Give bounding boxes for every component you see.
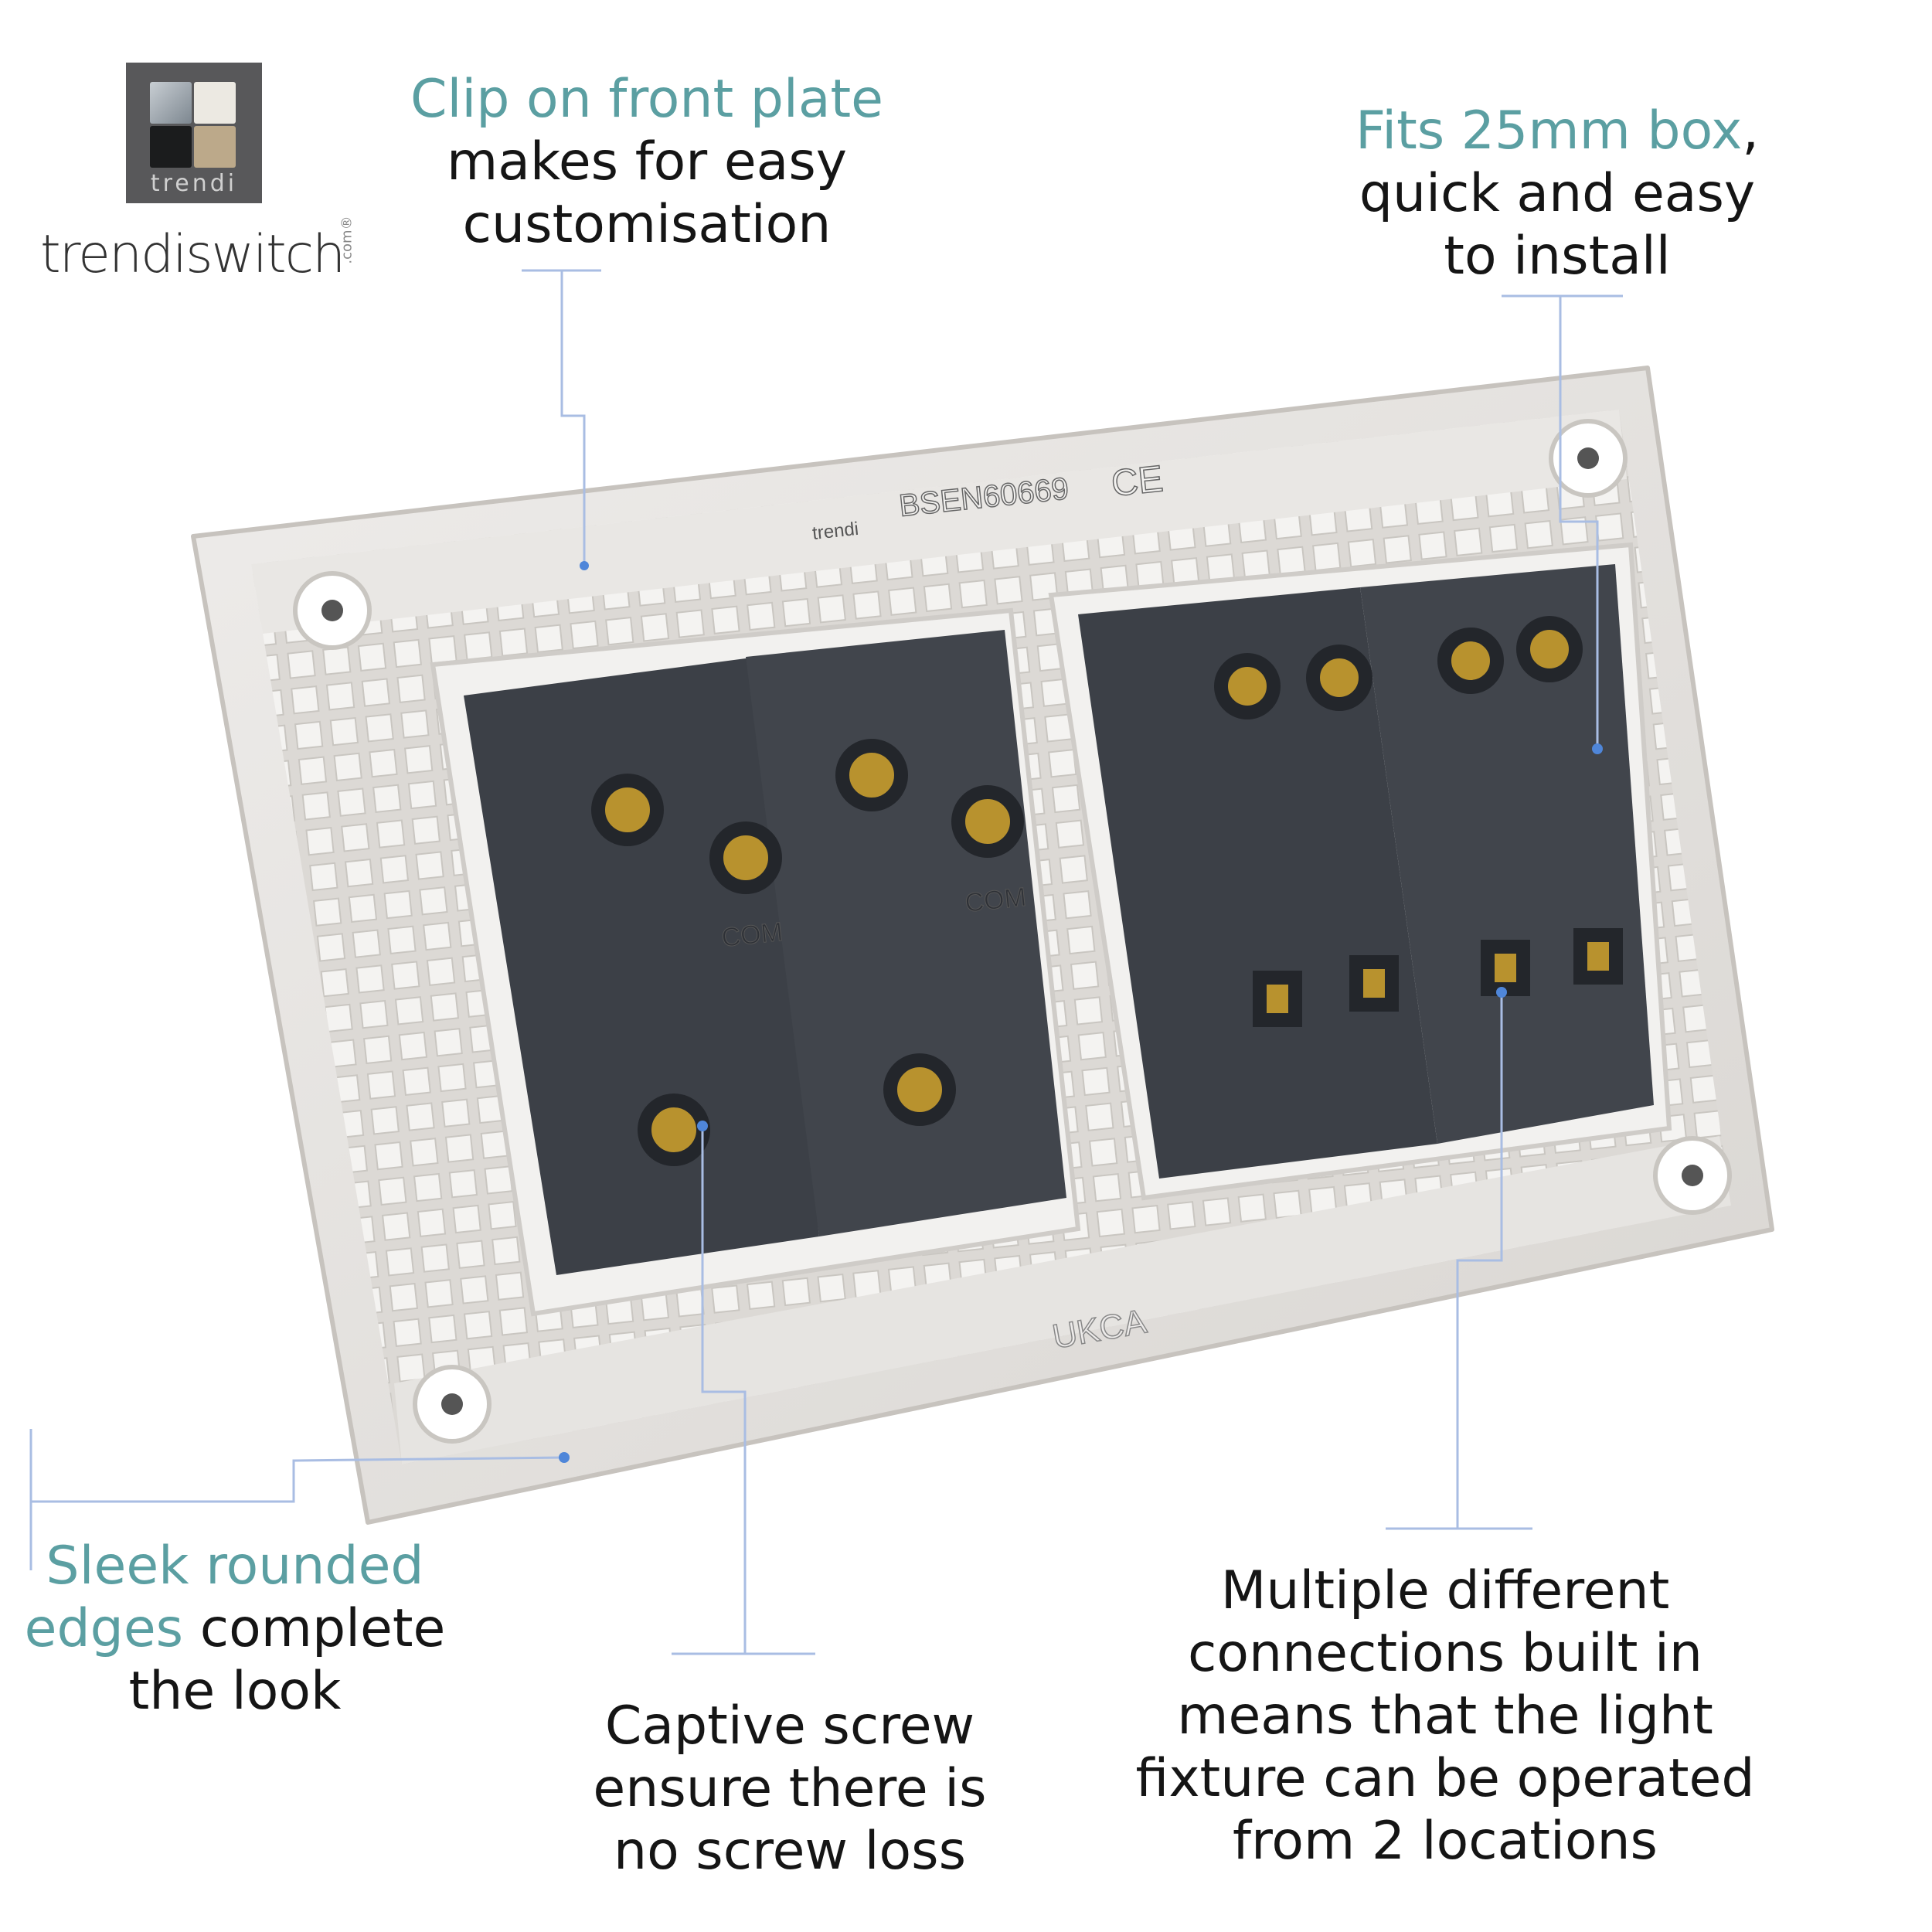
caption-fits-highlight: Fits 25mm box — [1355, 100, 1743, 162]
leader-line-sleek-path — [31, 1456, 565, 1503]
caption-fits-comma: , — [1742, 100, 1759, 162]
logo-badge-text: trendi — [150, 170, 238, 197]
caption-fits-line-1: quick and easy — [1359, 163, 1756, 224]
terminal-screws — [591, 616, 1623, 1166]
logo-tile-white — [194, 82, 236, 124]
caption-sleek-highlight-1: Sleek rounded — [46, 1536, 424, 1597]
caption-captive-line-3: no screw loss — [613, 1821, 967, 1882]
logo-tile-gold — [194, 126, 236, 168]
caption-sleek-rest-2: complete — [183, 1598, 446, 1659]
caption-multiple-line-5: from 2 locations — [1233, 1811, 1658, 1872]
caption-fits-line-2: to install — [1444, 226, 1671, 287]
plate-frame-bottom — [394, 1136, 1731, 1464]
brand-logo-badge — [126, 63, 262, 203]
switch-module-2 — [746, 630, 1066, 1236]
caption-clip-line-1: makes for easy — [446, 131, 848, 192]
caption-clip-line-2: customisation — [462, 194, 832, 255]
caption-sleek-highlight-2: edges — [24, 1598, 184, 1659]
leader-line-captive — [701, 1126, 747, 1654]
marking-brand: trendi — [811, 519, 860, 544]
caption-captive-line-1: Captive screw — [604, 1696, 975, 1757]
caption-sleek-line-3: the look — [128, 1661, 342, 1722]
terminal-label-com-2: COM — [964, 883, 1028, 918]
caption-captive-line-2: ensure there is — [593, 1758, 987, 1819]
switch-module-4 — [1360, 564, 1654, 1144]
caption-multiple-connections: Multiple different connections built in … — [1135, 1560, 1754, 1872]
leader-dot-clip — [580, 561, 589, 570]
logo-tile-black — [150, 126, 192, 168]
caption-multiple-line-3: means that the light — [1177, 1685, 1713, 1747]
caption-sleek-edges: Sleek rounded edges complete the look — [25, 1535, 446, 1723]
leader-dot-multiple — [1496, 987, 1507, 998]
caption-clip-on-plate: Clip on front plate makes for easy custo… — [410, 68, 883, 256]
caption-fits-box: Fits 25mm box, quick and easy to install — [1355, 100, 1759, 287]
switch-module-3 — [1078, 587, 1437, 1179]
brand-wordmark: trendiswitch — [40, 224, 345, 285]
leader-line-clip-path — [560, 270, 586, 566]
caption-multiple-line-1: Multiple different — [1220, 1560, 1670, 1621]
leader-dot-sleek — [559, 1452, 570, 1463]
marking-ce: CE — [1110, 458, 1165, 505]
caption-clip-highlight: Clip on front plate — [410, 69, 883, 130]
caption-multiple-line-2: connections built in — [1187, 1623, 1703, 1684]
leader-dot-captive — [697, 1121, 708, 1131]
logo-tile-chrome — [150, 82, 192, 124]
terminal-label-com-1: COM — [720, 917, 784, 953]
switch-module-1 — [464, 657, 819, 1275]
caption-captive-screw: Captive screw ensure there is no screw l… — [593, 1695, 986, 1883]
leader-line-multiple — [1456, 992, 1503, 1529]
caption-multiple-line-4: fixture can be operated — [1135, 1748, 1755, 1809]
leader-dot-fits — [1592, 743, 1603, 754]
leader-line-fits-path — [1559, 296, 1599, 749]
plate-frame-top — [251, 410, 1627, 634]
